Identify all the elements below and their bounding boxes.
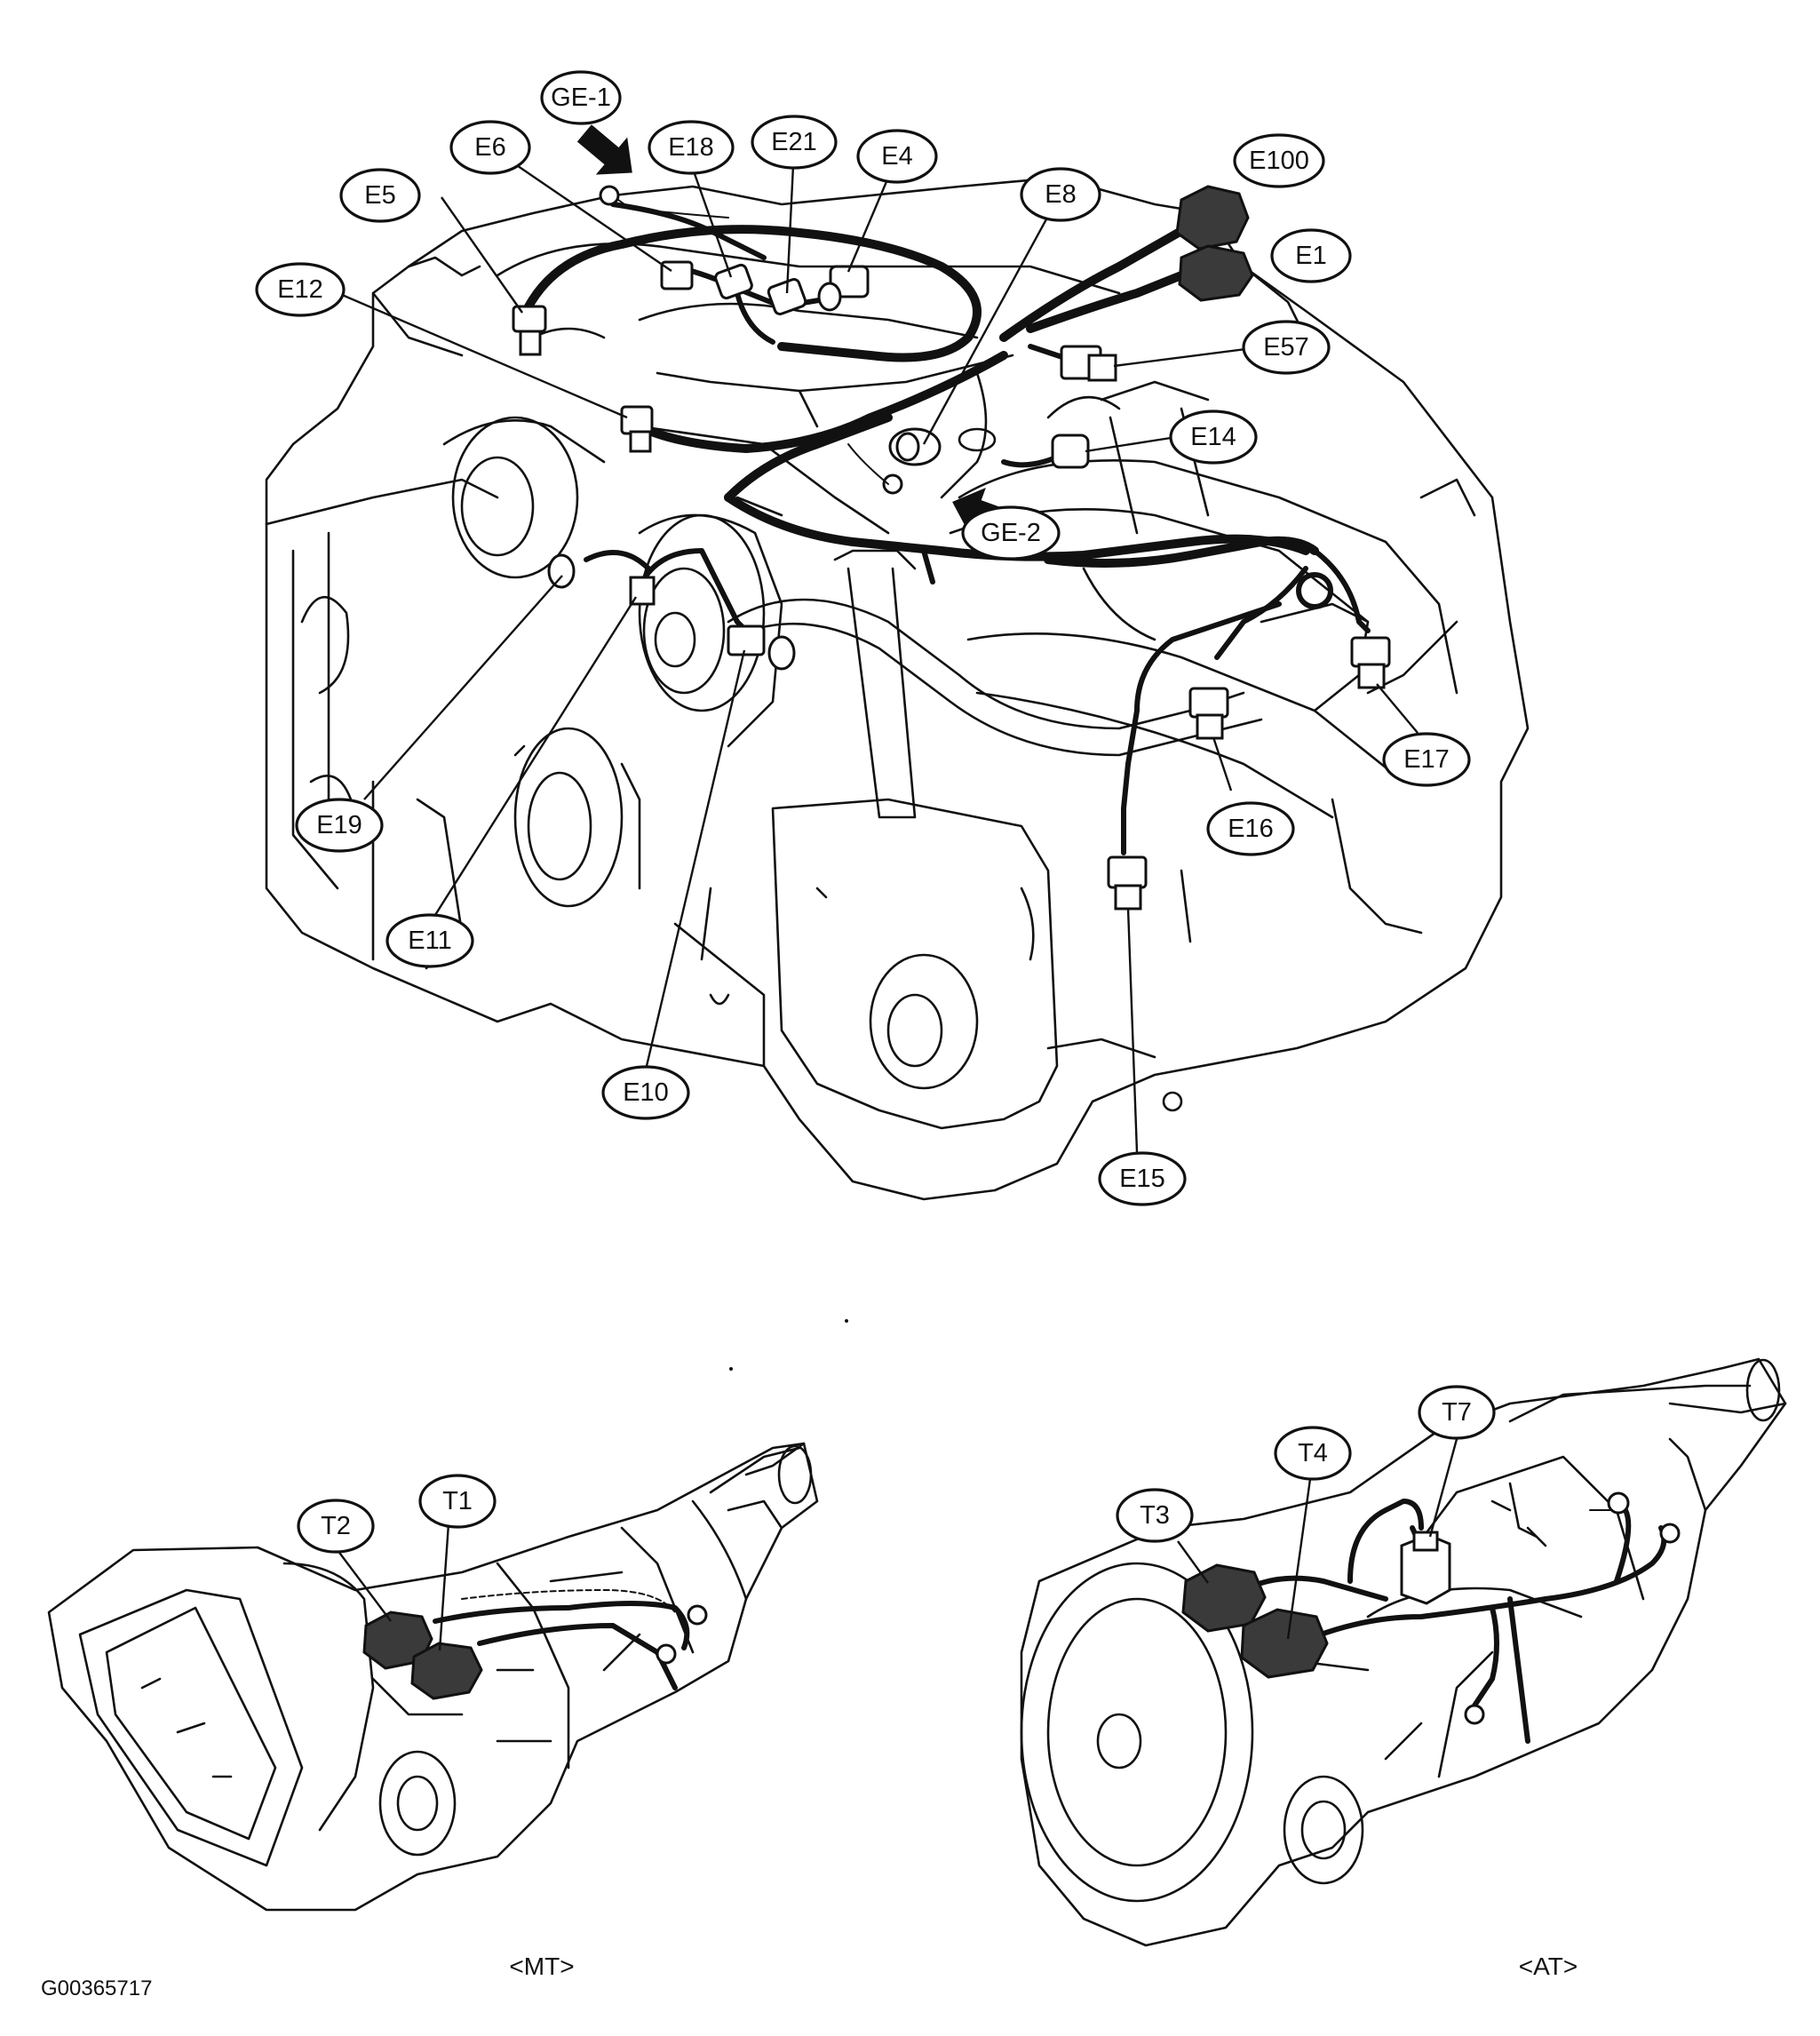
svg-text:E21: E21 xyxy=(771,128,817,156)
svg-text:E15: E15 xyxy=(1119,1165,1165,1193)
svg-text:E10: E10 xyxy=(623,1078,669,1107)
label-e100: E100 xyxy=(1233,133,1325,188)
label-t7: T7 xyxy=(1418,1385,1496,1440)
svg-text:E18: E18 xyxy=(668,133,714,162)
engine-connector-shapes xyxy=(512,185,1391,911)
label-e12: E12 xyxy=(255,262,346,317)
label-e57: E57 xyxy=(1242,320,1331,375)
figure-code: G00365717 xyxy=(41,1976,152,2000)
svg-text:E100: E100 xyxy=(1249,147,1309,175)
at-transmission-illustration xyxy=(1020,1357,1787,1947)
svg-text:E8: E8 xyxy=(1045,180,1076,209)
engine-harness xyxy=(520,185,1371,855)
svg-text:T3: T3 xyxy=(1140,1501,1170,1530)
svg-text:E14: E14 xyxy=(1190,423,1236,451)
svg-text:E6: E6 xyxy=(474,133,505,162)
svg-text:E11: E11 xyxy=(408,927,451,955)
mt-caption: <MT> xyxy=(509,1952,574,1980)
label-t4: T4 xyxy=(1274,1426,1352,1481)
label-e11: E11 xyxy=(385,913,474,968)
label-ge2: GE-2 xyxy=(961,505,1061,561)
label-e16: E16 xyxy=(1206,801,1295,856)
ground-arrows xyxy=(576,124,1015,534)
label-e18: E18 xyxy=(648,120,735,175)
at-caption: <AT> xyxy=(1519,1952,1578,1980)
label-e4: E4 xyxy=(856,129,938,184)
engine-illustration xyxy=(265,176,1530,1201)
svg-text:E4: E4 xyxy=(881,142,912,171)
label-e1: E1 xyxy=(1270,228,1352,283)
label-e5: E5 xyxy=(339,168,421,223)
mt-transmission-illustration xyxy=(47,1442,819,1912)
svg-text:E12: E12 xyxy=(277,275,323,304)
svg-text:E19: E19 xyxy=(316,811,362,839)
svg-text:GE-2: GE-2 xyxy=(981,519,1041,547)
label-e10: E10 xyxy=(601,1065,690,1120)
svg-text:E17: E17 xyxy=(1403,745,1450,774)
label-t2: T2 xyxy=(297,1499,375,1554)
svg-text:T2: T2 xyxy=(321,1512,351,1540)
ge1-arrow-icon xyxy=(576,124,632,175)
label-e21: E21 xyxy=(751,115,838,170)
label-e19: E19 xyxy=(295,798,384,853)
label-e6: E6 xyxy=(449,120,531,175)
label-t3: T3 xyxy=(1116,1488,1194,1543)
svg-text:GE-1: GE-1 xyxy=(551,84,611,112)
svg-text:E1: E1 xyxy=(1295,242,1326,270)
engine-leader-lines xyxy=(333,157,1419,1153)
svg-text:E57: E57 xyxy=(1263,333,1309,362)
label-e14: E14 xyxy=(1169,410,1258,465)
label-e8: E8 xyxy=(1020,167,1101,222)
svg-text:E16: E16 xyxy=(1228,815,1274,843)
engine-labels: GE-1 E6 E18 E21 E4 E100 E5 E8 E1 E12 E57… xyxy=(255,70,1471,1206)
label-t1: T1 xyxy=(418,1474,497,1529)
svg-text:T7: T7 xyxy=(1442,1398,1472,1427)
svg-text:E5: E5 xyxy=(364,181,395,210)
label-e17: E17 xyxy=(1382,732,1471,787)
svg-text:T4: T4 xyxy=(1298,1439,1328,1467)
svg-text:T1: T1 xyxy=(442,1487,473,1515)
label-ge1: GE-1 xyxy=(540,70,622,125)
label-e15: E15 xyxy=(1098,1151,1187,1206)
